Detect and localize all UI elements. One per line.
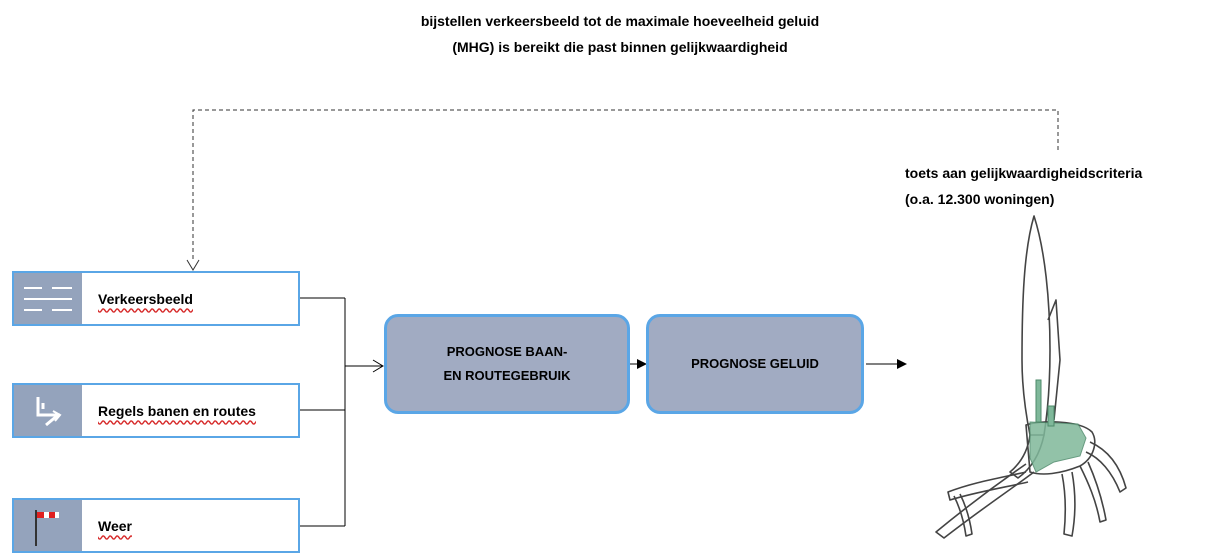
terminal-area <box>1025 421 1096 475</box>
feedback-title: bijstellen verkeersbeeld tot de maximale… <box>340 8 900 60</box>
input-verkeersbeeld: Verkeersbeeld <box>12 271 300 326</box>
input-label-regels: Regels banen en routes <box>98 402 256 419</box>
input-label-verkeersbeeld: Verkeersbeeld <box>98 290 193 307</box>
stage-2-label: PROGNOSE GELUID <box>691 356 819 371</box>
merge-arrowhead <box>372 359 384 373</box>
feedback-title-line-1: bijstellen verkeersbeeld tot de maximale… <box>420 13 820 29</box>
feedback-arrowhead <box>186 259 200 271</box>
feedback-loop-line <box>192 109 1059 262</box>
highlighted-area <box>1029 379 1087 473</box>
feedback-title-line-2: (MHG) is bereikt die past binnen gelijkw… <box>452 39 788 55</box>
criteria-line-1: toets aan gelijkwaardigheidscriteria <box>905 165 1143 181</box>
criteria-line-2: (o.a. 12.300 woningen) <box>905 191 1055 207</box>
input-regels-banen-en-routes: Regels banen en routes <box>12 383 300 438</box>
runway-south <box>1061 471 1076 537</box>
merge-line <box>300 297 346 527</box>
input-label-weer: Weer <box>98 517 132 534</box>
criteria-text: toets aan gelijkwaardigheidscriteria (o.… <box>905 160 1142 212</box>
stage-1-line-1: PROGNOSE BAAN- <box>446 344 568 359</box>
runway-east <box>1085 441 1127 493</box>
runway-southwest <box>935 463 1035 539</box>
stage-prognose-baan-en-routegebruik: PROGNOSE BAAN- EN ROUTEGEBRUIK <box>384 314 630 414</box>
stage-1-line-2: EN ROUTEGEBRUIK <box>443 368 571 383</box>
stage-prognose-geluid: PROGNOSE GELUID <box>646 314 864 414</box>
windsock-icon <box>14 500 82 551</box>
runway-west <box>947 471 1029 501</box>
lanes-icon <box>14 273 82 324</box>
airport-runway-map <box>935 215 1127 539</box>
route-rules-icon <box>14 385 82 436</box>
input-weer: Weer <box>12 498 300 553</box>
